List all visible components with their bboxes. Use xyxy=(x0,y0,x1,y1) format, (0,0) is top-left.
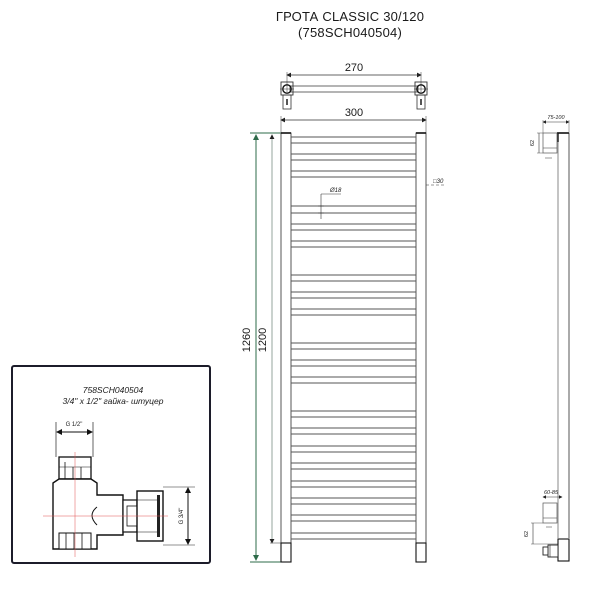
wall-bracket-right-icon xyxy=(414,81,428,110)
dim-bar-diameter: Ø18 xyxy=(329,188,342,194)
front-view: 1260 1200 xyxy=(241,132,446,563)
drawing-title: ГРОТА CLASSIC 30/120 xyxy=(275,9,425,24)
dim-height-total: 1260 xyxy=(241,328,253,352)
drawing-model-code: (758SCH040504) xyxy=(298,25,402,40)
valve-detail-inset: 758SCH040504 3/4" x 1/2" гайка- штуцер G… xyxy=(11,365,211,564)
valve-side-icon xyxy=(542,544,559,558)
horizontal-bars xyxy=(291,136,416,540)
dim-bracket-spacing: 270 xyxy=(345,62,363,74)
dim-top-bracket-height: 62 xyxy=(530,140,536,146)
dim-top-offset: 75-100 xyxy=(547,115,565,121)
top-view: 270 300 xyxy=(280,62,428,133)
dim-width: 300 xyxy=(345,107,363,119)
dim-bottom-bracket-height: 62 xyxy=(524,531,530,537)
dim-height-frame: 1200 xyxy=(257,328,269,352)
wall-bracket-left-icon xyxy=(280,81,294,110)
inset-part-description: 3/4" x 1/2" гайка- штуцер xyxy=(62,396,164,406)
dim-bottom-offset: 60-85 xyxy=(544,490,559,496)
side-view: 75-100 62 60-85 62 xyxy=(524,115,570,562)
thread-side-label: G 3/4" xyxy=(179,508,185,525)
thread-top-label: G 1/2" xyxy=(66,422,83,428)
valve-drawing-icon: G 1/2" G 3/4" xyxy=(43,422,195,557)
dim-tube-section: □30 xyxy=(433,179,444,185)
inset-part-code: 758SCH040504 xyxy=(82,385,144,395)
